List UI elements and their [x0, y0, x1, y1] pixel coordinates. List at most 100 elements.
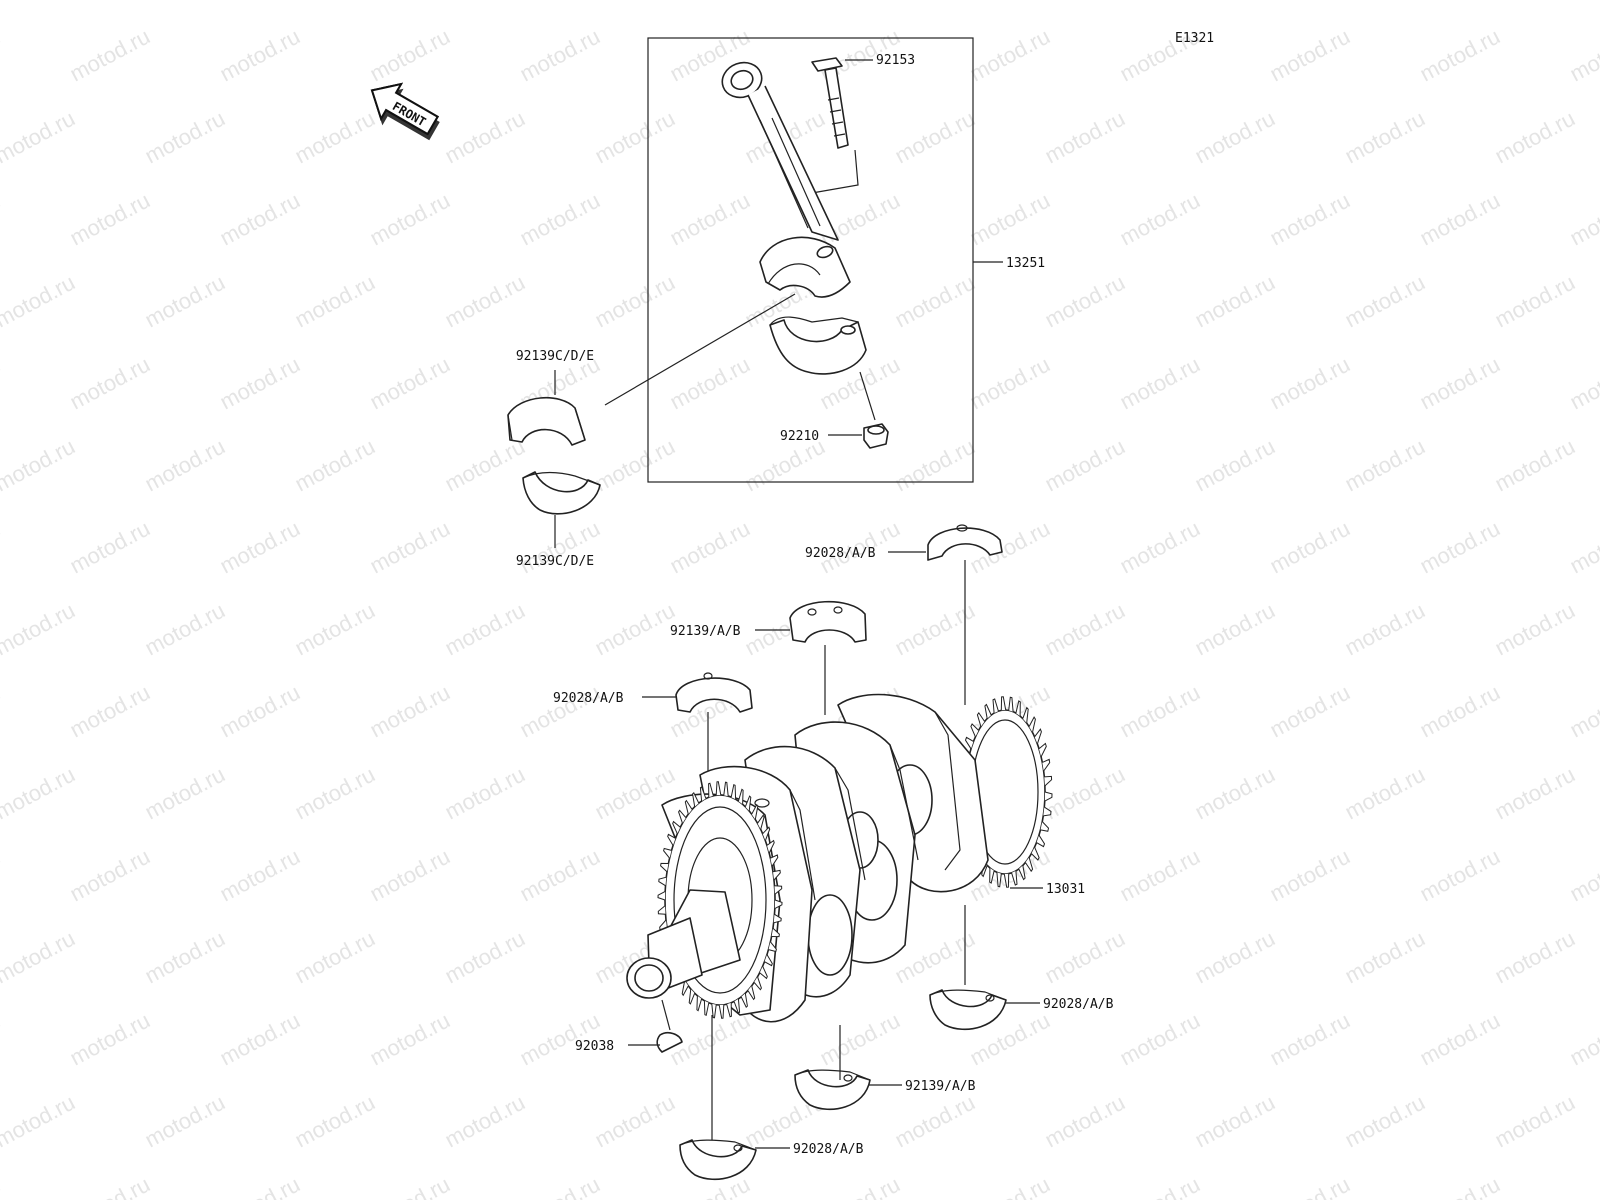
watermark-text: motod.ru	[441, 598, 529, 661]
watermark-text: motod.ru	[1041, 598, 1129, 661]
watermark-text: motod.ru	[1341, 1090, 1429, 1153]
watermark-text: motod.ru	[1491, 926, 1579, 989]
watermark-text: motod.ru	[0, 762, 79, 825]
part-number-92028ab-right[interactable]: 92028/A/B	[1043, 997, 1114, 1012]
watermark-text: motod.ru	[291, 270, 379, 333]
connecting-rod-cap	[769, 316, 867, 375]
watermark-text: motod.ru	[1491, 434, 1579, 497]
watermark-text: motod.ru	[1566, 1172, 1600, 1200]
part-number-92139ab-top[interactable]: 92139/A/B	[670, 624, 741, 639]
watermark-text: motod.ru	[441, 106, 529, 169]
watermark-text: motod.ru	[1041, 434, 1129, 497]
part-number-13031[interactable]: 13031	[1046, 882, 1085, 897]
watermark-text: motod.ru	[1191, 1090, 1279, 1153]
watermark-text: motod.ru	[1116, 188, 1204, 251]
watermark-text: motod.ru	[1491, 598, 1579, 661]
watermark-text: motod.ru	[591, 1090, 679, 1153]
part-number-92139ab-bottom[interactable]: 92139/A/B	[905, 1079, 976, 1094]
watermark-text: motod.ru	[1566, 352, 1600, 415]
conrod-bearing-upper	[507, 396, 586, 446]
main-bearing-lower-mid	[794, 1069, 871, 1111]
part-number-13251[interactable]: 13251	[1006, 256, 1045, 271]
watermark-text: motod.ru	[1341, 598, 1429, 661]
watermark-text: motod.ru	[1491, 270, 1579, 333]
watermark-text: motod.ru	[1191, 762, 1279, 825]
part-number-92028ab-bottom[interactable]: 92028/A/B	[793, 1142, 864, 1157]
watermark-text: motod.ru	[1341, 434, 1429, 497]
watermark-text: motod.ru	[816, 1008, 904, 1071]
watermark-text: motod.ru	[0, 352, 4, 415]
watermark-text: motod.ru	[441, 926, 529, 989]
watermark-text: motod.ru	[1266, 352, 1354, 415]
watermark-text: motod.ru	[1566, 188, 1600, 251]
watermark-text: motod.ru	[1491, 106, 1579, 169]
watermark-text: motod.ru	[1341, 0, 1429, 4]
watermark-text: motod.ru	[0, 434, 79, 497]
watermark-text: motod.ru	[1041, 270, 1129, 333]
watermark-text: motod.ru	[1116, 844, 1204, 907]
watermark-text: motod.ru	[1566, 1008, 1600, 1071]
part-number-92028ab-left[interactable]: 92028/A/B	[553, 691, 624, 706]
watermark-text: motod.ru	[591, 270, 679, 333]
watermark-text: motod.ru	[216, 352, 304, 415]
main-bearing-top	[927, 524, 1003, 561]
watermark-text: motod.ru	[66, 680, 154, 743]
watermark-text: motod.ru	[516, 680, 604, 743]
part-number-92038[interactable]: 92038	[575, 1039, 614, 1054]
watermark-text: motod.ru	[366, 1172, 454, 1200]
watermark-text: motod.ru	[0, 926, 79, 989]
watermark-text: motod.ru	[291, 434, 379, 497]
watermark-text: motod.ru	[516, 188, 604, 251]
part-number-92153[interactable]: 92153	[876, 53, 915, 68]
watermark-text: motod.ru	[1041, 106, 1129, 169]
watermark-text: motod.ru	[366, 516, 454, 579]
watermark-text: motod.ru	[366, 1008, 454, 1071]
watermark-text: motod.ru	[1266, 1008, 1354, 1071]
watermark-text: motod.ru	[1266, 516, 1354, 579]
watermark-text: motod.ru	[66, 188, 154, 251]
watermark-text: motod.ru	[141, 926, 229, 989]
watermark-text: motod.ru	[1116, 352, 1204, 415]
watermark-text: motod.ru	[891, 270, 979, 333]
watermark-text: motod.ru	[1116, 1172, 1204, 1200]
watermark-text: motod.ru	[1191, 434, 1279, 497]
watermark-text: motod.ru	[66, 352, 154, 415]
part-number-92028ab-top[interactable]: 92028/A/B	[805, 546, 876, 561]
watermark-text: motod.ru	[216, 1008, 304, 1071]
watermark-text: motod.ru	[66, 516, 154, 579]
watermark-text: motod.ru	[1416, 24, 1504, 87]
woodruff-key	[656, 1032, 683, 1053]
watermark-text: motod.ru	[141, 106, 229, 169]
watermark-text: motod.ru	[216, 680, 304, 743]
watermark-text: motod.ru	[1566, 844, 1600, 907]
watermark-text: motod.ru	[1416, 1008, 1504, 1071]
watermark-text: motod.ru	[516, 1172, 604, 1200]
watermark-text: motod.ru	[1416, 1172, 1504, 1200]
part-number-92210[interactable]: 92210	[780, 429, 819, 444]
watermark-text: motod.ru	[1116, 516, 1204, 579]
watermark-text: motod.ru	[1266, 188, 1354, 251]
watermark-text: motod.ru	[0, 680, 4, 743]
part-number-92139cde-lower[interactable]: 92139C/D/E	[516, 554, 594, 569]
watermark-text: motod.ru	[1566, 680, 1600, 743]
watermark-text: motod.ru	[216, 516, 304, 579]
watermark-text: motod.ru	[0, 1172, 4, 1200]
watermark-text: motod.ru	[141, 0, 229, 4]
watermark-text: motod.ru	[591, 434, 679, 497]
watermark-text: motod.ru	[0, 516, 4, 579]
main-bearing-bottom	[679, 1139, 757, 1181]
watermark-text: motod.ru	[216, 844, 304, 907]
watermark-text: motod.ru	[1491, 0, 1579, 4]
watermark-text: motod.ru	[0, 1008, 4, 1071]
watermark-text: motod.ru	[891, 106, 979, 169]
watermark-text: motod.ru	[291, 106, 379, 169]
watermark-text: motod.ru	[441, 270, 529, 333]
watermark-text: motod.ru	[366, 680, 454, 743]
watermark-text: motod.ru	[966, 24, 1054, 87]
part-number-92139cde-upper[interactable]: 92139C/D/E	[516, 349, 594, 364]
watermark-text: motod.ru	[0, 270, 79, 333]
watermark-text: motod.ru	[141, 598, 229, 661]
watermark-text: motod.ru	[1341, 762, 1429, 825]
watermark-text: motod.ru	[441, 1090, 529, 1153]
